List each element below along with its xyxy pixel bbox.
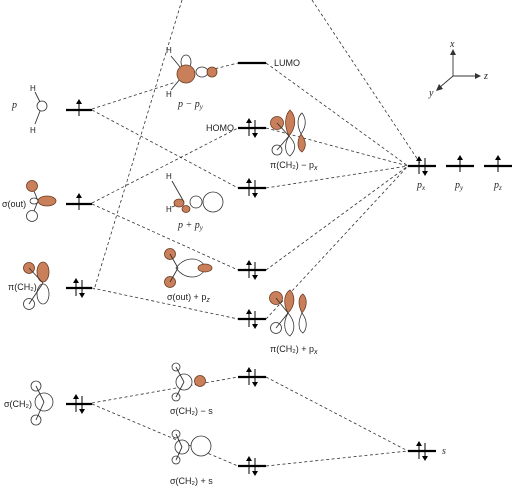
label-s: s [442,446,446,457]
conn-mo3-px [265,165,409,189]
label-homo: HOMO [206,123,234,133]
conn-mo6-s [265,376,409,452]
label-p-plus-py: p + py [177,220,204,232]
mo-level-homo: HOMO [206,118,266,138]
orbital-p-fragment: H H [30,84,48,135]
orbital-sigma-ch2-minus-s: σ(CH₂) − s [170,362,213,416]
atom-h: H [166,172,172,181]
electron-pair-arrows [416,441,428,461]
orbital-pi-minus-px: π(CH₂) − px [270,109,318,172]
conn-mo7-s [265,450,409,467]
electron-pair-arrows [246,367,258,387]
electron-pair-arrows [416,156,428,176]
label-pz: pz [493,180,502,192]
conn-sigout-mo4 [91,203,239,271]
label-sigma-ch2: σ(CH₂) [4,399,32,409]
left-level-sigma-ch2: σ(CH₂) [4,394,92,414]
atom-h: H [30,126,36,135]
axis-x-label: x [449,39,455,50]
orbital-p-minus-py: H H p − py [166,46,218,111]
conn-mo4-px [265,165,409,271]
electron-pair-arrows [73,278,85,298]
label-pi-minus-px: π(CH₂) − px [270,160,318,172]
label-sigma-ch2-plus-s: σ(CH₂) + s [170,476,213,486]
orbital-p-plus-py: H H p + py [166,172,224,232]
mo-level-3 [238,178,266,198]
axis-y-label: y [428,88,434,99]
conn-top-right [311,0,423,167]
electron-up-arrow [457,155,463,172]
electron-up-arrow [76,193,82,210]
right-level-s: s [408,441,446,461]
mo-level-4 [238,260,266,280]
conn-p-lumo-a [91,81,177,110]
axis-z-label: z [483,71,488,82]
label-p: p [11,100,17,111]
mo-level-6 [238,367,266,387]
orbital-pi-fragment [23,261,50,310]
left-level-p: p [11,99,92,116]
right-level-pz: pz [484,155,512,192]
label-sigma-ch2-minus-s: σ(CH₂) − s [170,406,213,416]
left-level-sigma-out: σ(out) [2,193,92,210]
atom-h: H [166,205,172,214]
coordinate-axes: x z y [428,39,488,99]
conn-sigout-homo [91,127,239,204]
atom-h: H [166,90,172,99]
conn-pi-mo5 [91,287,239,320]
electron-pair-arrows [246,260,258,280]
label-pi: π(CH₂) [8,282,37,292]
conn-p-mo3 [91,109,239,189]
right-level-py: py [446,155,474,192]
electron-pair-arrows [246,456,258,476]
orbital-sigma-ch2-plus-s: σ(CH₂) + s [170,429,213,486]
mo-level-5 [238,309,266,329]
label-sigma-out: σ(out) [2,199,26,209]
electron-pair-arrows [246,118,258,138]
left-level-pi: π(CH₂) [8,278,92,298]
conn-lumo-px [265,62,409,167]
orbital-sigma-out-plus-pz: σ(out) + pz [164,248,213,304]
atom-h: H [166,46,172,55]
mo-level-7 [238,456,266,476]
label-px: px [416,180,426,192]
correlation-lines [91,0,423,467]
orbital-sigma-ch2-fragment [30,380,54,426]
label-sigma-out-plus-pz: σ(out) + pz [167,292,210,304]
orbital-pi-plus-px: π(CH₂) + px [269,289,318,356]
right-level-px: px [408,156,436,192]
conn-p-lumo-b [209,62,239,71]
label-p-minus-py: p − py [177,99,204,111]
conn-top-left [93,0,183,291]
orbital-sigma-out-fragment [26,180,57,222]
electron-pair-arrows [73,394,85,414]
atom-h: H [30,84,36,93]
electron-up-arrow [76,99,82,116]
electron-pair-arrows [246,178,258,198]
electron-up-arrow [495,155,501,172]
label-pi-plus-px: π(CH₂) + px [270,344,318,356]
label-lumo: LUMO [274,58,300,68]
conn-sig-mo6 [91,376,239,404]
mo-level-lumo: LUMO [238,58,300,68]
conn-sig-mo7 [91,403,239,467]
electron-pair-arrows [246,309,258,329]
label-py: py [454,180,464,192]
